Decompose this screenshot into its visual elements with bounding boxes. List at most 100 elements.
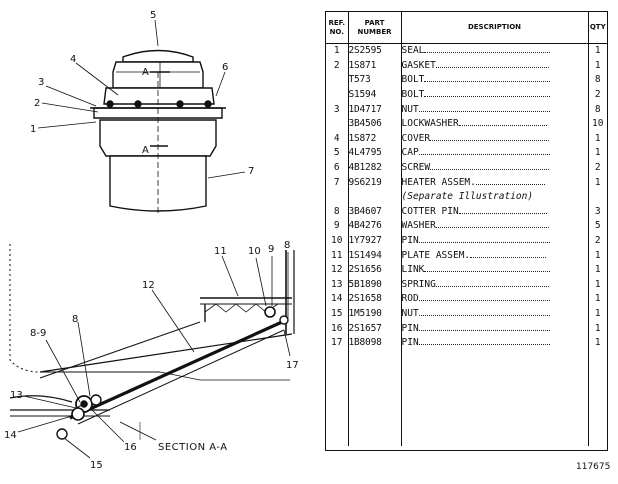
- ref-cell: 13: [326, 277, 349, 293]
- description-cell: COTTER PIN: [401, 204, 589, 220]
- qty-cell: 2: [594, 162, 601, 174]
- ref-cell: [326, 116, 349, 132]
- qty-cell: 3: [594, 205, 601, 217]
- empty-cell: [401, 350, 589, 447]
- description-cell: HEATER ASSEM.: [401, 175, 589, 190]
- qty-cell: 1: [594, 132, 601, 144]
- callout-8-right: 8: [284, 240, 290, 251]
- callout-9: 9: [268, 244, 274, 255]
- empty-cell: [588, 190, 607, 205]
- ref-cell: 12: [326, 262, 349, 278]
- description-cell: PIN: [401, 321, 589, 336]
- parts-diagram: 5 4 3 2 1 6 7 A A 11 10 9 8 12 17 8-9 8 …: [4, 10, 299, 471]
- callout-14: 14: [4, 430, 17, 441]
- qty-cell: 1: [594, 249, 601, 261]
- ref-cell: 4: [326, 131, 349, 147]
- callout-11: 11: [214, 246, 227, 257]
- ref-cell: 2: [326, 58, 349, 74]
- ref-cell: 10: [326, 233, 349, 249]
- description-cell: BOLT: [401, 87, 589, 103]
- callout-12: 12: [142, 280, 155, 291]
- description-cell: CAP: [401, 146, 589, 161]
- description-cell: WASHER: [401, 219, 589, 234]
- ref-cell: 6: [326, 160, 349, 176]
- description-cell: BOLT: [401, 73, 589, 88]
- section-mark-a-bottom: A: [142, 145, 149, 156]
- part-number-cell: 1Y7927: [348, 233, 402, 249]
- qty-cell: 1: [594, 45, 601, 57]
- qty-cell: 8: [594, 103, 601, 115]
- ref-cell: 14: [326, 292, 349, 307]
- ref-cell: 8: [326, 204, 349, 220]
- empty-cell: [326, 350, 349, 447]
- ref-cell: [326, 87, 349, 103]
- part-number-cell: 2S1656: [348, 262, 402, 278]
- description-cell: PIN: [401, 233, 589, 249]
- part-number-cell: 3B4607: [348, 204, 402, 220]
- part-number-cell: 1B8098: [348, 335, 402, 351]
- ref-cell: [326, 73, 349, 88]
- part-number-cell: 1M5190: [348, 306, 402, 322]
- part-number-cell: 4B1282: [348, 160, 402, 176]
- description-cell: SPRING: [401, 277, 589, 293]
- ref-cell: 9: [326, 219, 349, 234]
- description-cell: LINK: [401, 262, 589, 278]
- callout-7: 7: [248, 166, 254, 177]
- callout-13: 13: [10, 390, 23, 401]
- part-number-cell: 1S872: [348, 131, 402, 147]
- description-cell: ROD: [401, 292, 589, 307]
- empty-cell: [588, 350, 607, 446]
- callout-8-left: 8: [72, 314, 78, 325]
- description-cell: PIN: [401, 335, 589, 351]
- qty-cell: 10: [592, 118, 604, 130]
- header-qty: QTY: [588, 12, 607, 44]
- description-note: (Separate Illustration): [401, 189, 589, 205]
- part-number-cell: 2S1657: [348, 321, 402, 336]
- description-cell: SCREW: [401, 160, 589, 176]
- qty-cell: 1: [594, 337, 601, 349]
- qty-cell: 1: [594, 322, 601, 334]
- heater-cap-assembly: [90, 49, 226, 216]
- callout-8-9: 8-9: [30, 328, 46, 339]
- qty-cell: 1: [594, 147, 601, 159]
- callout-4: 4: [70, 54, 76, 65]
- qty-cell: 2: [594, 89, 601, 101]
- description-cell: NUT: [401, 306, 589, 322]
- description-cell: PLATE ASSEM.: [401, 248, 589, 263]
- figure-number: 117675: [576, 462, 611, 472]
- qty-cell: 1: [594, 176, 601, 188]
- qty-cell: 1: [594, 264, 601, 276]
- empty-cell: [326, 189, 349, 205]
- description-cell: GASKET: [401, 58, 589, 74]
- part-number-cell: 1D4717: [348, 102, 402, 117]
- callout-15: 15: [90, 460, 103, 471]
- qty-cell: 5: [594, 220, 601, 232]
- part-number-cell: 5B1890: [348, 277, 402, 293]
- part-number-cell: 2S2595: [348, 43, 402, 59]
- ref-cell: 3: [326, 102, 349, 117]
- callout-10: 10: [248, 246, 261, 257]
- callout-5: 5: [150, 10, 156, 21]
- qty-cell: 1: [594, 278, 601, 290]
- empty-cell: [348, 189, 402, 205]
- part-number-cell: 4L4795: [348, 146, 402, 161]
